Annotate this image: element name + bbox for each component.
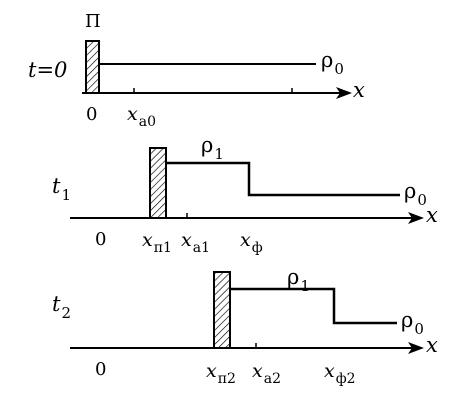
marker-label-xa1: xa1 xyxy=(181,229,210,256)
marker-label-xa0: xa0 xyxy=(127,103,156,130)
rho0-label: ρ0 xyxy=(401,308,424,338)
x-axis-label: x xyxy=(426,333,438,357)
piston-label: П xyxy=(85,11,101,32)
origin-label: 0 xyxy=(95,359,106,380)
x-axis-arrow xyxy=(336,87,352,99)
origin-label: 0 xyxy=(95,229,106,250)
panel-t2: t2 ρ1 ρ0 x 0 xп2 xa2 xф2 xyxy=(52,265,438,387)
rho0-label: ρ0 xyxy=(321,48,344,78)
rho1-label: ρ1 xyxy=(287,265,310,295)
time-label-t1: t1 xyxy=(52,174,71,204)
panel-t0: t=0 П ρ0 x 0 xa0 xyxy=(28,11,365,130)
marker-label-xf2: xф2 xyxy=(324,360,356,387)
x-axis-label: x xyxy=(426,203,438,227)
marker-label-xp2: xп2 xyxy=(206,360,236,387)
x-axis-arrow xyxy=(408,342,424,354)
time-label-t2: t2 xyxy=(52,292,71,322)
marker-label-xa2: xa2 xyxy=(252,360,281,387)
origin-label: 0 xyxy=(86,104,97,125)
rho1-label: ρ1 xyxy=(201,133,224,163)
x-axis-label: x xyxy=(353,78,365,102)
piston xyxy=(149,147,167,219)
density-profile xyxy=(230,287,397,325)
x-axis-arrow xyxy=(408,212,424,224)
time-label-t0: t=0 xyxy=(28,58,67,82)
marker-label-xp1: xп1 xyxy=(142,229,172,256)
panel-t1: t1 ρ1 ρ0 x 0 xп1 xa1 xф xyxy=(52,133,438,256)
piston xyxy=(85,40,100,94)
rho0-label: ρ0 xyxy=(404,179,427,209)
marker-label-xf: xф xyxy=(240,229,263,256)
density-profile xyxy=(166,161,400,197)
piston xyxy=(213,271,231,349)
